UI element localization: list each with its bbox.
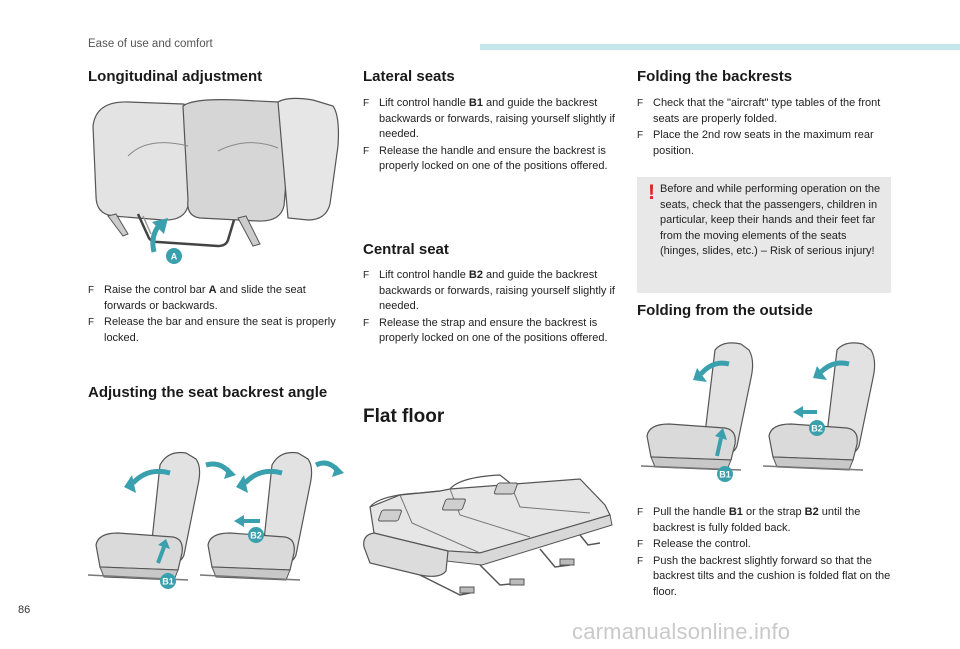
step-text: and slide the seat forwards or backwards…: [104, 284, 306, 312]
step-text: and guide the backrest backwards or forw…: [379, 269, 615, 312]
outside-steps: F Pull the handle B1 or the strap B2 unti…: [637, 505, 893, 601]
bullet-marker: F: [363, 270, 370, 281]
warning-box: ! Before and while performing operation …: [637, 177, 891, 293]
warning-icon: !: [648, 181, 655, 204]
heading-lateral-seats: Lateral seats: [363, 68, 455, 85]
label-b1-marker: B1: [719, 470, 731, 480]
step-text: Pull the handle: [653, 506, 729, 518]
heading-longitudinal-adjustment: Longitudinal adjustment: [88, 68, 263, 85]
step-text: Raise the control bar: [104, 284, 209, 296]
bullet-marker: F: [88, 285, 95, 296]
watermark: carmanualsonline.info: [572, 619, 791, 644]
flat-floor-illustration: [363, 474, 613, 596]
step-text: Release the bar and ensure the seat is p…: [104, 316, 336, 344]
list-item: F Lift control handle B2 and guide the ba…: [363, 268, 619, 315]
step-text: and guide the backrest backwards or forw…: [379, 97, 615, 140]
backrest-angle-illustration: B1 B2: [88, 451, 344, 589]
seat-longitudinal-illustration: A: [88, 96, 344, 276]
label-b2-marker: B2: [811, 424, 823, 434]
bullet-marker: F: [363, 317, 370, 329]
label-b1-marker: B1: [162, 577, 174, 587]
step-text: Release the control.: [653, 538, 751, 550]
control-ref: B1: [468, 97, 483, 109]
warning-text: Before and while performing operation on…: [660, 183, 881, 257]
step-text: Check that the "aircraft" type tables of…: [653, 97, 881, 125]
label-a-marker: A: [171, 252, 178, 262]
heading-folding-backrests: Folding the backrests: [637, 68, 793, 85]
control-ref: A: [208, 284, 217, 296]
step-text: Place the 2nd row seats in the maximum r…: [653, 129, 874, 157]
step-text: Lift control handle: [379, 269, 469, 281]
heading-flat-floor: Flat floor: [363, 406, 445, 427]
bullet-marker: F: [637, 539, 644, 550]
step-text: Release the handle and ensure the backre…: [379, 144, 608, 173]
folding-steps: F Check that the "aircraft" type tables o…: [637, 96, 893, 160]
step-text: Push the backrest slightly forward so th…: [653, 554, 891, 598]
list-item: F Check that the "aircraft" type tables o…: [637, 96, 893, 127]
label-b2-marker: B2: [250, 531, 262, 541]
list-item: F Lift control handle B1 and guide the ba…: [363, 96, 619, 143]
control-ref: B2: [804, 506, 819, 518]
list-item: F Place the 2nd row seats in the maximum …: [637, 128, 893, 159]
longitudinal-steps: F Raise the control bar A and slide the s…: [88, 283, 338, 347]
lateral-steps: F Lift control handle B1 and guide the ba…: [363, 96, 619, 176]
step-text: Lift control handle: [379, 97, 469, 109]
bullet-marker: F: [637, 507, 644, 518]
list-item: F Push the backrest slightly forward so t…: [637, 554, 893, 601]
bullet-marker: F: [637, 555, 644, 567]
list-item: F Release the strap and ensure the backre…: [363, 316, 619, 347]
heading-folding-outside: Folding from the outside: [637, 302, 813, 319]
heading-central-seat: Central seat: [363, 241, 449, 258]
list-item: F Raise the control bar A and slide the s…: [88, 283, 338, 314]
folding-outside-illustration: B1 B2: [640, 342, 876, 482]
section-header: Ease of use and comfort: [88, 38, 213, 50]
bullet-marker: F: [88, 317, 95, 328]
central-steps: F Lift control handle B2 and guide the ba…: [363, 268, 619, 348]
list-item: F Release the control.: [637, 537, 893, 553]
bullet-marker: F: [637, 98, 644, 109]
page-number: 86: [18, 604, 31, 616]
bullet-marker: F: [637, 130, 644, 141]
step-text: or the strap: [742, 506, 805, 518]
heading-backrest-angle: Adjusting the seat backrest angle: [88, 384, 328, 401]
control-ref: B2: [468, 269, 483, 281]
step-text: until the backrest is fully folded back.: [653, 506, 861, 534]
header-accent-bar: [480, 44, 960, 50]
control-ref: B1: [728, 506, 743, 518]
list-item: F Pull the handle B1 or the strap B2 unti…: [637, 505, 893, 536]
list-item: F Release the bar and ensure the seat is …: [88, 315, 338, 346]
step-text: Release the strap and ensure the backres…: [379, 316, 608, 345]
list-item: F Release the handle and ensure the backr…: [363, 144, 619, 175]
bullet-marker: F: [363, 98, 370, 109]
bullet-marker: F: [363, 145, 370, 157]
